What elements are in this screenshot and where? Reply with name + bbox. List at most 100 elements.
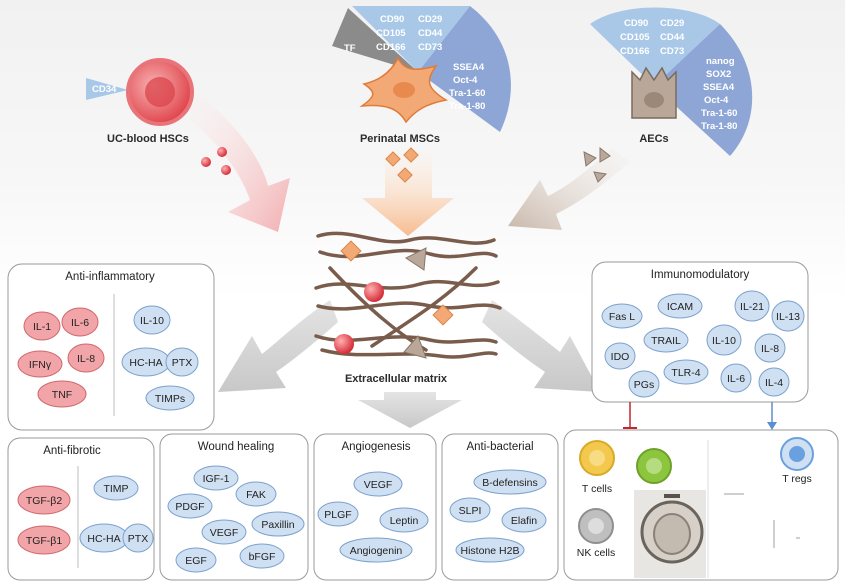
aec-marker-cd29: CD29 xyxy=(660,18,684,29)
aec-marker-ssea4: SSEA4 xyxy=(703,82,735,93)
chip-b-defensins xyxy=(473,469,547,495)
ecm-vesicle xyxy=(334,334,354,354)
chip-il21-label: IL-21 xyxy=(740,301,764,313)
chip-elafin xyxy=(501,507,547,533)
photo-inset-slot xyxy=(664,494,680,498)
ecm-vesicle xyxy=(405,247,427,271)
msc-surface-fan xyxy=(352,6,470,72)
chip-pgs-label: PGs xyxy=(634,379,654,391)
msc-marker-cd105: CD105 xyxy=(376,28,406,39)
hsc-vesicle xyxy=(221,165,231,175)
chip-il8-label: IL-8 xyxy=(77,353,95,365)
msc-vesicle xyxy=(403,147,419,163)
chip-il8-immuno-label: IL-8 xyxy=(761,343,779,355)
aec-marker-cd105: CD105 xyxy=(620,32,650,43)
aec-marker-nanog: nanog xyxy=(706,56,735,67)
msc-marker-cd44: CD44 xyxy=(418,28,443,39)
msc-vesicle xyxy=(397,167,413,183)
chip-plgf xyxy=(317,501,359,527)
chip-il8-immuno xyxy=(754,333,786,363)
chip-igf1-label: IGF-1 xyxy=(203,473,230,485)
chip-angiogenin-label: Angiogenin xyxy=(350,545,403,557)
t-cells-label: T cells xyxy=(582,483,612,495)
msc-marker-cd90: CD90 xyxy=(380,14,404,25)
chip-tnf xyxy=(37,380,87,408)
chip-igf1 xyxy=(193,465,239,491)
arrow-to-immunomodulatory xyxy=(482,300,600,392)
aec-vesicle xyxy=(599,146,611,163)
chip-tgfb1 xyxy=(17,525,71,555)
chip-tgfb2-label: TGF-β2 xyxy=(26,495,63,507)
angiogenesis-title: Angiogenesis xyxy=(341,441,410,453)
chip-angiogenin xyxy=(339,537,413,563)
aec-marker-cd73: CD73 xyxy=(660,46,684,57)
nk-cell-nucleus xyxy=(588,518,604,534)
arrow-to-bottom xyxy=(358,392,462,428)
chip-il21 xyxy=(734,290,770,322)
chip-ptx-fibrotic-label: PTX xyxy=(128,533,148,545)
anti-inflammatory-title: Anti-inflammatory xyxy=(65,271,155,283)
msc-tf-fan xyxy=(332,8,418,72)
aec-vesicle xyxy=(583,151,597,167)
aec-marker-tra180: Tra-1-80 xyxy=(701,121,737,132)
msc-label: Perinatal MSCs xyxy=(360,133,440,145)
chip-fasl-label: Fas L xyxy=(609,311,635,323)
photo-inset-lens-inner xyxy=(653,513,691,555)
aec-marker-sox2: SOX2 xyxy=(706,69,731,80)
chip-bfgf xyxy=(239,543,285,569)
chip-ifng xyxy=(17,350,63,378)
chip-egf xyxy=(175,547,217,573)
chip-pdgf-label: PDGF xyxy=(175,501,204,513)
wound-healing-title: Wound healing xyxy=(198,441,275,453)
chip-slpi xyxy=(449,497,491,523)
chip-trail xyxy=(643,327,689,353)
wound-healing-panel xyxy=(159,433,309,581)
msc-marker-cd73: CD73 xyxy=(418,42,442,53)
chip-elafin-label: Elafin xyxy=(511,515,537,527)
chip-pdgf xyxy=(167,493,213,519)
hsc-label: UC-blood HSCs xyxy=(107,133,189,145)
chip-tgfb1-label: TGF-β1 xyxy=(26,535,63,547)
chip-icam xyxy=(657,293,703,319)
chip-hcha-fibrotic-label: HC-HA xyxy=(87,533,120,545)
chip-il6-immuno-label: IL-6 xyxy=(727,373,745,385)
aec-flow-arrow xyxy=(508,148,630,230)
cd34-marker: CD34 xyxy=(92,84,117,95)
chip-vegf-angio xyxy=(353,471,403,497)
msc-marker-oct4: Oct-4 xyxy=(453,75,478,86)
aec-surface-fan xyxy=(590,7,720,86)
t-reg-nucleus xyxy=(789,446,805,462)
chip-paxillin xyxy=(251,511,305,537)
aec-marker-cd90: CD90 xyxy=(624,18,648,29)
chip-timps xyxy=(145,385,195,411)
hsc-nucleus xyxy=(145,77,175,107)
chip-leptin xyxy=(379,507,429,533)
chip-il6-immuno xyxy=(720,363,752,393)
msc-tf-label: TF xyxy=(344,43,356,54)
chip-ido xyxy=(604,342,636,370)
chip-il10-label: IL-10 xyxy=(140,315,164,327)
chip-il10 xyxy=(133,305,171,335)
chip-il6 xyxy=(61,307,99,337)
chip-il4 xyxy=(758,367,790,397)
chip-timp xyxy=(93,475,139,501)
chip-timps-label: TIMPs xyxy=(155,393,185,405)
chip-il8 xyxy=(67,343,105,373)
chip-bfgf-label: bFGF xyxy=(249,551,276,563)
chip-ptx xyxy=(165,347,199,377)
msc-pluripotency-fan xyxy=(418,6,511,132)
msc-marker-tra160: Tra-1-60 xyxy=(449,88,485,99)
chip-fak-label: FAK xyxy=(246,489,266,501)
chip-il13-label: IL-13 xyxy=(776,311,800,323)
nk-cells-label: NK cells xyxy=(577,547,616,559)
chip-histone-h2b xyxy=(455,537,525,563)
msc-marker-ssea4: SSEA4 xyxy=(453,62,485,73)
aec-marker-cd44: CD44 xyxy=(660,32,685,43)
chip-ifng-label: IFNγ xyxy=(29,359,52,371)
chip-il6-label: IL-6 xyxy=(71,317,89,329)
msc-marker-cd166: CD166 xyxy=(376,42,406,53)
chip-trail-label: TRAIL xyxy=(651,335,681,347)
ecm-vesicle xyxy=(432,304,454,326)
